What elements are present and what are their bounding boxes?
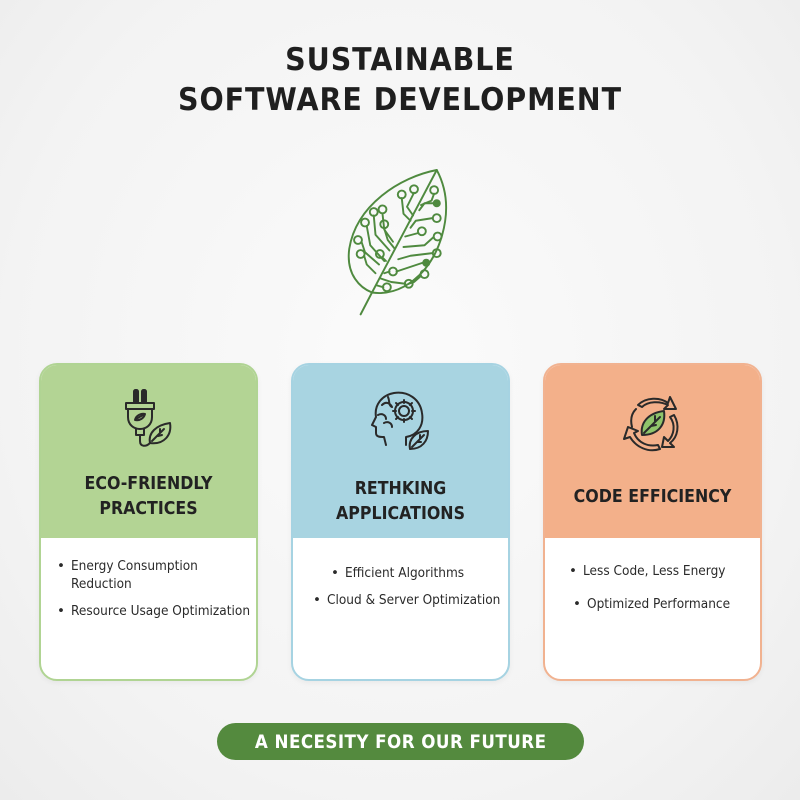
list-item: Cloud & Server Optimization — [311, 591, 500, 609]
page-title: SUSTAINABLE SOFTWARE DEVELOPMENT — [32, 40, 768, 120]
card-body: Energy Consumption Reduction Resource Us… — [41, 538, 256, 620]
card-header: CODE EFFICIENCY — [545, 365, 760, 538]
list-item: Less Code, Less Energy — [567, 562, 750, 580]
list-item: Optimized Performance — [571, 595, 750, 613]
brain-gear-leaf-icon — [370, 391, 429, 450]
footer-banner: A NECESITY FOR OUR FUTURE — [217, 723, 584, 760]
recycle-leaf-icon — [622, 396, 678, 452]
card-title: CODE EFFICIENCY — [573, 485, 732, 507]
card-eco-friendly-practices: ECO-FRIENDLY PRACTICES Energy Consumptio… — [39, 363, 258, 681]
card-title: RETHKING APPLICATIONS — [336, 478, 465, 524]
card-rethking-applications: RETHKING APPLICATIONS Efficient Algorith… — [291, 363, 510, 681]
list-item: Efficient Algorithms — [329, 564, 498, 582]
circuit-leaf-icon — [347, 169, 448, 316]
title-line-1: SUSTAINABLE — [285, 42, 515, 78]
card-code-efficiency: CODE EFFICIENCY Less Code, Less Energy O… — [543, 363, 762, 681]
title-line-2: SOFTWARE DEVELOPMENT — [178, 82, 622, 118]
card-title: ECO-FRIENDLY PRACTICES — [84, 473, 213, 519]
card-bullet-list: Energy Consumption Reduction Resource Us… — [55, 557, 250, 620]
list-item: Resource Usage Optimization — [55, 602, 250, 620]
plug-leaf-icon — [124, 389, 171, 447]
card-bullet-list: Less Code, Less Energy Optimized Perform… — [567, 562, 750, 613]
banner-label: A NECESITY FOR OUR FUTURE — [254, 730, 547, 753]
card-header: RETHKING APPLICATIONS — [293, 365, 508, 538]
card-header: ECO-FRIENDLY PRACTICES — [41, 365, 256, 538]
card-body: Efficient Algorithms Cloud & Server Opti… — [293, 538, 508, 609]
card-body: Less Code, Less Energy Optimized Perform… — [545, 538, 760, 613]
card-bullet-list: Efficient Algorithms Cloud & Server Opti… — [311, 564, 500, 609]
list-item: Energy Consumption Reduction — [55, 557, 246, 593]
